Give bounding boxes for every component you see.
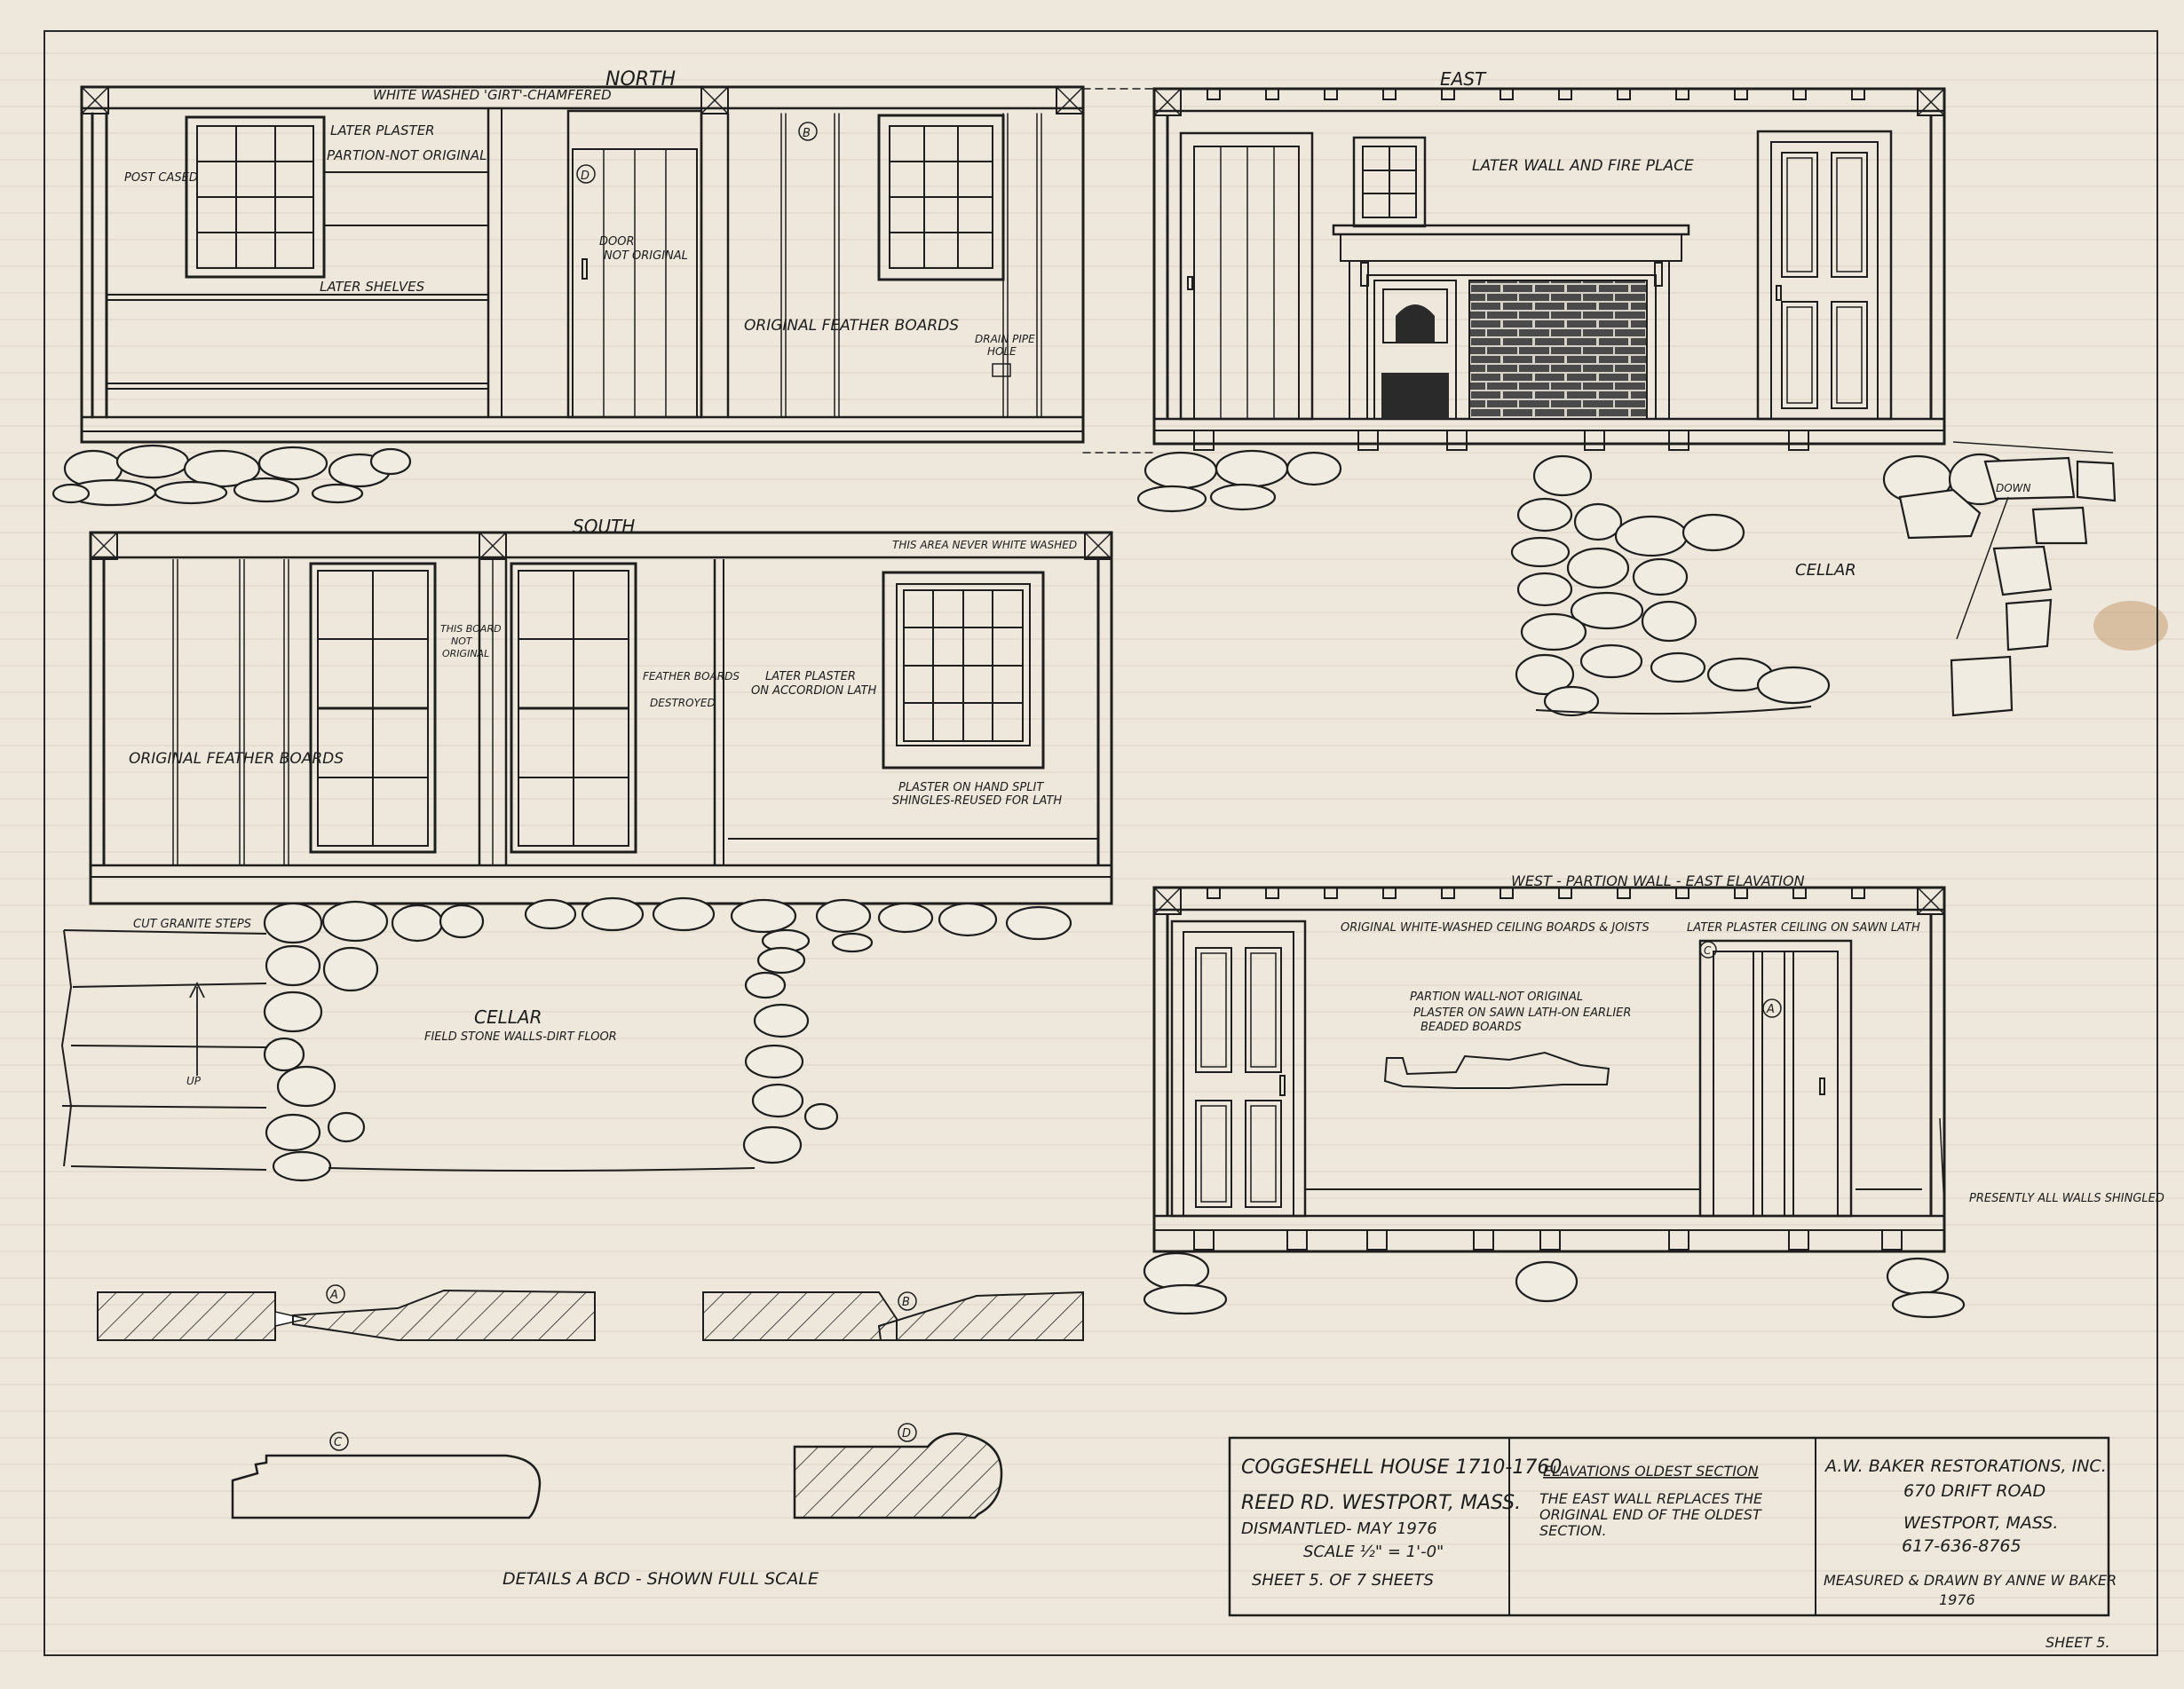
south-steps: CUT GRANITE STEPS [133,918,251,931]
south-never-whitewashed: THIS AREA NEVER WHITE WASHED [892,539,1077,551]
tb-firm: A.W. BAKER RESTORATIONS, INC. [1824,1456,2107,1476]
detail-d-circle [898,1423,917,1442]
south-board-note-1: THIS BOARD [440,623,502,635]
tb-sheet: SHEET 5. OF 7 SHEETS [1252,1571,1434,1590]
west-ceiling-boards: ORIGINAL WHITE-WASHED CEILING BOARDS & J… [1341,921,1650,935]
south-feather-boards: ORIGINAL FEATHER BOARDS [129,750,344,768]
west-partion-3: BEADED BOARDS [1420,1021,1522,1034]
south-board-note-3: ORIGINAL [442,648,489,659]
south-feather-destroyed-2: DESTROYED [650,697,716,709]
detail-d: D [902,1427,911,1440]
south-elevation: SOUTH [60,516,1113,1182]
water-stain [2093,601,2168,651]
detail-b-circle [898,1291,917,1311]
north-later-shelves: LATER SHELVES [320,279,425,295]
south-shingles-2: SHINGLES-REUSED FOR LATH [892,794,1062,808]
tb-elev-2: ORIGINAL END OF THE OLDEST [1539,1506,1762,1523]
sheet-number: SHEET 5. [2046,1634,2110,1651]
tb-address: 670 DRIFT ROAD [1903,1481,2046,1501]
details: A B C D DETAILS A BCD - SHOWN FULL SCALE [97,1284,1084,1589]
north-marker-b-circle [798,122,818,141]
east-down: DOWN [1996,482,2031,494]
west-title: WEST - PARTION WALL - EAST ELAVATION [1511,872,1805,889]
details-caption: DETAILS A BCD - SHOWN FULL SCALE [502,1569,819,1589]
east-title: EAST [1440,68,1487,90]
north-feather-boards: ORIGINAL FEATHER BOARDS [744,317,959,335]
detail-b: B [902,1296,910,1309]
north-elevation: NORTH WHITE WASHED 'GIRT'-CHAMFERED [51,68,1155,507]
south-later-plaster-1: LATER PLASTER [765,670,856,683]
north-partion-note: PARTION-NOT ORIGINAL [327,147,487,163]
sheet-border [44,30,2158,1656]
detail-a: A [329,1289,338,1302]
detail-c-circle [329,1432,349,1451]
tb-elev-1: THE EAST WALL REPLACES THE [1539,1490,1763,1507]
tb-house: COGGESHELL HOUSE 1710-1760 [1241,1456,1562,1479]
east-wall-note: LATER WALL AND FIRE PLACE [1472,157,1694,175]
tb-city: WESTPORT, MASS. [1903,1513,2058,1533]
detail-c: C [334,1436,343,1449]
north-drain-1: DRAIN PIPE [975,333,1035,345]
tb-phone: 617-636-8765 [1902,1536,2022,1556]
north-later-plaster: LATER PLASTER [330,122,435,138]
title-block: COGGESHELL HOUSE 1710-1760 REED RD. WEST… [1228,1436,2117,1617]
tb-elev-title: ELAVATIONS OLDEST SECTION [1543,1463,1759,1480]
south-up: UP [186,1075,202,1087]
west-marker-a: A [1766,1003,1775,1016]
south-cellar: CELLAR [474,1006,542,1028]
north-drain-2: HOLE [987,345,1017,358]
tb-elev-3: SECTION. [1539,1522,1607,1539]
north-door-note-2: NOT ORIGINAL [604,249,688,263]
north-girt-note: WHITE WASHED 'GIRT'-CHAMFERED [373,87,612,103]
west-marker-a-circle [1762,998,1782,1018]
north-marker-b: B [803,127,811,140]
fireplace-brick [1468,280,1648,420]
ruled-lines [0,52,2184,1652]
south-shingles-1: PLASTER ON HAND SPLIT [898,781,1044,794]
north-door-note-1: DOOR [599,235,635,249]
west-shingled: PRESENTLY ALL WALLS SHINGLED [1969,1192,2164,1205]
west-marker-c-circle [1699,941,1717,959]
tb-dismantled: DISMANTLED- MAY 1976 [1241,1519,1437,1538]
tb-year: 1976 [1939,1591,1975,1608]
west-partion-2: PLASTER ON SAWN LATH-ON EARLIER [1413,1006,1631,1020]
tb-drawn-by: MEASURED & DRAWN BY ANNE W BAKER [1824,1572,2117,1589]
south-later-plaster-2: ON ACCORDION LATH [751,684,876,698]
detail-a-circle [326,1284,345,1304]
west-elevation: WEST - PARTION WALL - EAST ELAVATION [1143,872,2164,1319]
west-later-ceiling: LATER PLASTER CEILING ON SAWN LATH [1687,921,1920,935]
tb-scale: SCALE ½" = 1'-0" [1303,1543,1444,1561]
north-marker-d-circle [576,164,596,184]
east-elevation: EAST [1136,68,2117,717]
north-post-cased: POST CASED [124,171,198,185]
west-marker-c: C [1704,944,1712,957]
east-cellar: CELLAR [1795,561,1856,580]
north-marker-d: D [581,170,590,183]
south-feather-destroyed-1: FEATHER BOARDS [643,670,740,683]
west-partion-1: PARTION WALL-NOT ORIGINAL [1410,991,1583,1004]
tb-road: REED RD. WESTPORT, MASS. [1241,1492,1521,1514]
south-cellar-note: FIELD STONE WALLS-DIRT FLOOR [424,1030,617,1044]
south-board-note-2: NOT [451,635,473,647]
